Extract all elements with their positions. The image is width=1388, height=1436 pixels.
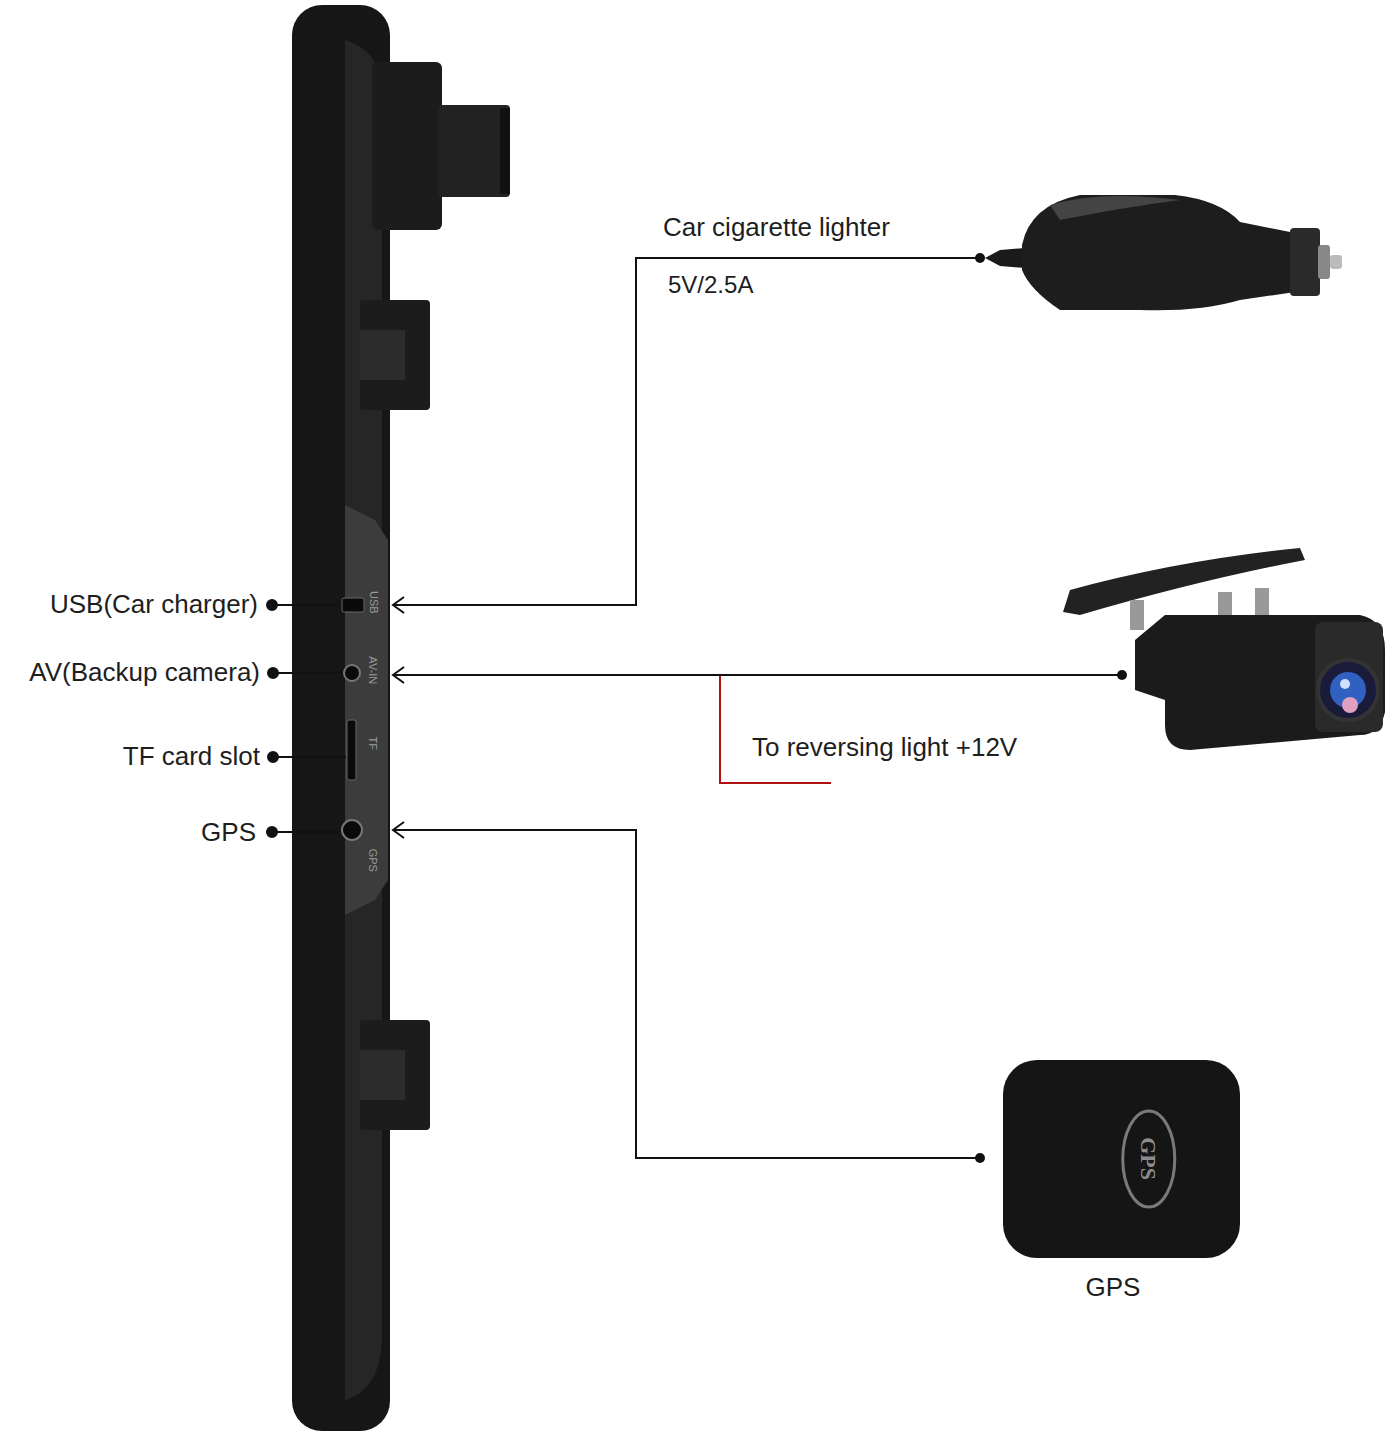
clip-detail bbox=[360, 1050, 405, 1100]
lens-rim bbox=[500, 108, 510, 194]
tf-slot bbox=[347, 720, 356, 780]
port-marking: USB bbox=[367, 591, 380, 614]
part-label: Car cigarette lighter bbox=[663, 213, 890, 243]
backup-camera bbox=[1063, 548, 1385, 750]
gps-port bbox=[342, 820, 362, 840]
wire-note: To reversing light +12V bbox=[752, 733, 1017, 763]
spec-label: 5V/2.5A bbox=[668, 271, 753, 299]
power-wire bbox=[720, 676, 831, 783]
port-marking: TF bbox=[367, 736, 380, 749]
av-port bbox=[344, 665, 360, 681]
wire-ends bbox=[975, 253, 1127, 1163]
camera-housing bbox=[372, 62, 442, 230]
module-heading: GPS bbox=[1086, 1273, 1141, 1303]
clip-detail bbox=[360, 330, 405, 380]
camera-lens bbox=[438, 105, 510, 197]
car-charger bbox=[985, 195, 1342, 310]
mount-clip bbox=[360, 1020, 430, 1130]
port-marking: GPS bbox=[367, 848, 380, 871]
port-label: GPS bbox=[201, 818, 256, 848]
gps-module: GPSGPS bbox=[1003, 1060, 1240, 1258]
port-label: USB(Car charger) bbox=[50, 590, 258, 620]
module-shape bbox=[1003, 1060, 1240, 1258]
wires bbox=[393, 258, 1122, 1158]
module-marking: GPS bbox=[1136, 1138, 1161, 1181]
leader-lines bbox=[267, 600, 346, 837]
mount-clip bbox=[360, 300, 430, 410]
port-label: AV(Backup camera) bbox=[29, 658, 260, 688]
port-marking: AV-IN bbox=[367, 656, 380, 684]
usb-port bbox=[342, 598, 364, 612]
port-panel bbox=[345, 505, 388, 915]
port-label: TF card slot bbox=[123, 742, 260, 772]
